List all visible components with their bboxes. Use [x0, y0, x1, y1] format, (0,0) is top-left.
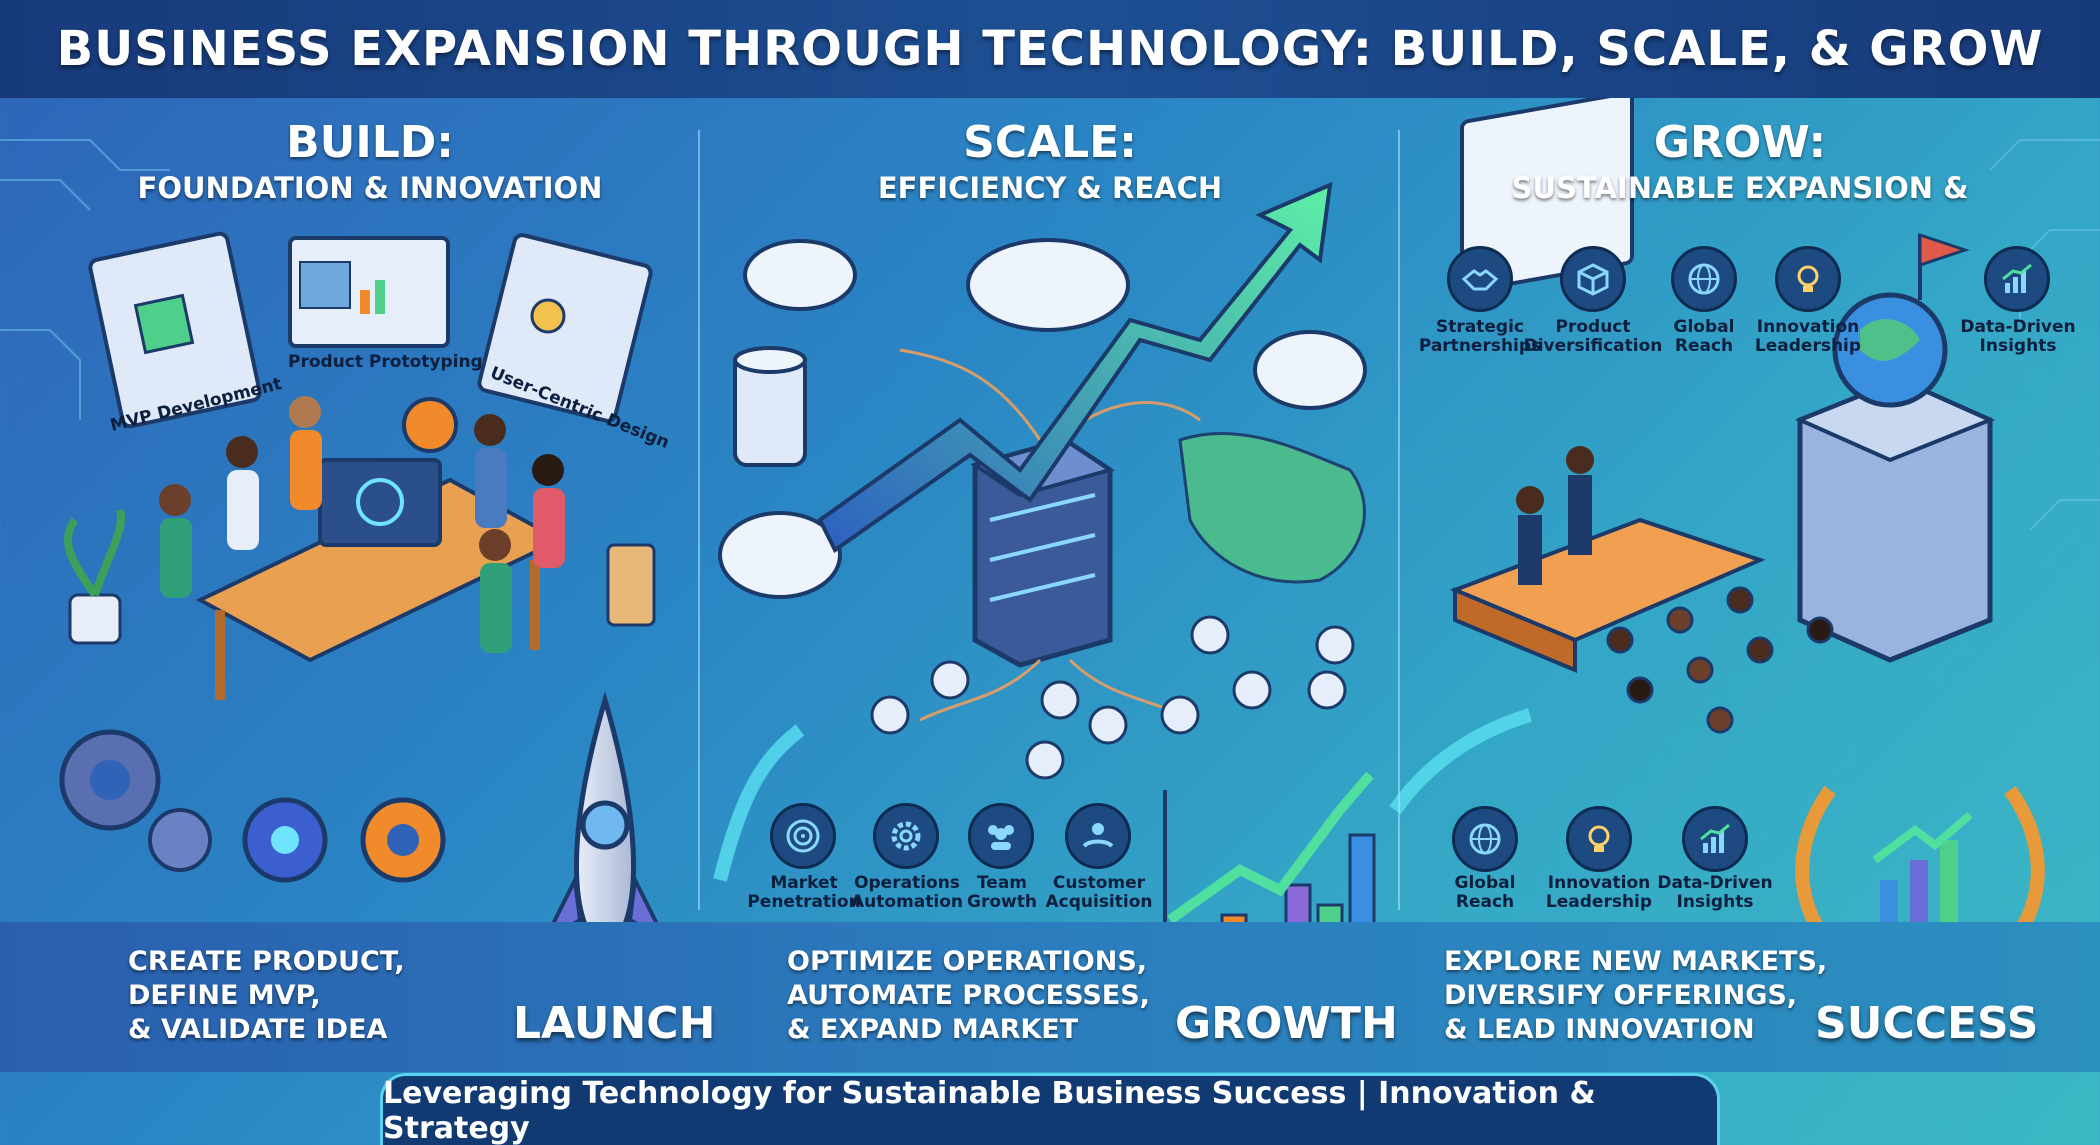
- scale-subheading: EFFICIENCY & REACH: [877, 171, 1223, 205]
- scale-description: OPTIMIZE OPERATIONS, AUTOMATE PROCESSES,…: [787, 946, 1150, 1045]
- chess-piece: [606, 543, 656, 627]
- footer-bar: Leveraging Technology for Sustainable Bu…: [380, 1073, 1720, 1145]
- team-people: [159, 396, 565, 653]
- strategic-partnerships-label: Strategic Partnerships: [1418, 317, 1542, 356]
- grow-description: EXPLORE NEW MARKETS, DIVERSIFY OFFERINGS…: [1444, 946, 1828, 1045]
- scale-heading: SCALE:: [963, 117, 1137, 168]
- customer-acquisition-label: Customer Acquisition: [1045, 873, 1153, 912]
- success-label: SUCCESS: [1815, 998, 2039, 1049]
- globe-icon: [1671, 246, 1737, 312]
- divider-1: [698, 130, 700, 910]
- bar-chart-icon: [1682, 806, 1748, 872]
- grow-heading: GROW:: [1653, 117, 1827, 168]
- growth-label: GROWTH: [1175, 998, 1398, 1049]
- grow-subheading: SUSTAINABLE EXPANSION &: [1511, 171, 1969, 205]
- team-growth-label: Team Growth: [967, 873, 1037, 912]
- prototyping-screen: [288, 236, 450, 348]
- target-icon: [770, 803, 836, 869]
- audience: [1606, 586, 1834, 734]
- data-driven-insights-bottom-label: Data-Driven Insights: [1657, 873, 1773, 912]
- bar-chart-icon: [1984, 246, 2050, 312]
- divider-2: [1398, 130, 1400, 910]
- footer-text: Leveraging Technology for Sustainable Bu…: [383, 1075, 1596, 1145]
- prototyping-label: Product Prototyping: [288, 352, 483, 372]
- clouds: [718, 238, 1367, 599]
- title-bar: BUSINESS EXPANSION THROUGH TECHNOLOGY: B…: [0, 0, 2100, 98]
- grow-heading-block: GROW: SUSTAINABLE EXPANSION &: [1410, 118, 2070, 208]
- product-diversification-label: Product Diversification: [1523, 317, 1663, 356]
- growth-arrow: [817, 181, 1333, 553]
- build-subheading: FOUNDATION & INNOVATION: [137, 171, 603, 205]
- build-heading: BUILD:: [286, 117, 454, 168]
- innovation-leadership-top-label: Innovation Leadership: [1754, 317, 1862, 356]
- plant: [63, 509, 125, 645]
- lightbulb-icon: [1566, 806, 1632, 872]
- build-heading-block: BUILD: FOUNDATION & INNOVATION: [40, 118, 700, 208]
- operations-automation-label: Operations Automation: [851, 873, 963, 912]
- build-description: CREATE PRODUCT, DEFINE MVP, & VALIDATE I…: [128, 946, 405, 1045]
- database-icon: [733, 346, 807, 467]
- global-reach-bottom-label: Global Reach: [1454, 873, 1516, 912]
- handshake-icon: [1447, 246, 1513, 312]
- lightbulb-icon: [1775, 246, 1841, 312]
- ucd-screen: [477, 233, 653, 423]
- data-driven-insights-top-label: Data-Driven Insights: [1960, 317, 2076, 356]
- globe-icon: [1452, 806, 1518, 872]
- bottom-band: [0, 922, 2100, 1072]
- page-title: BUSINESS EXPANSION THROUGH TECHNOLOGY: B…: [56, 21, 2044, 77]
- market-penetration-label: Market Penetration: [747, 873, 861, 912]
- customer-icon: [1065, 803, 1131, 869]
- global-reach-top-label: Global Reach: [1673, 317, 1735, 356]
- box-icon: [1560, 246, 1626, 312]
- presentation-stage: [1449, 91, 1766, 673]
- office-building: [1794, 232, 1996, 663]
- gear-icon: [873, 803, 939, 869]
- scale-heading-block: SCALE: EFFICIENCY & REACH: [720, 118, 1380, 208]
- team-icon: [968, 803, 1034, 869]
- innovation-leadership-bottom-label: Innovation Leadership: [1545, 873, 1653, 912]
- user-avatars: [870, 615, 1355, 780]
- gears: [59, 397, 458, 883]
- mvp-screen: [88, 231, 262, 429]
- world-map: [1178, 431, 1366, 584]
- launch-label: LAUNCH: [513, 998, 716, 1049]
